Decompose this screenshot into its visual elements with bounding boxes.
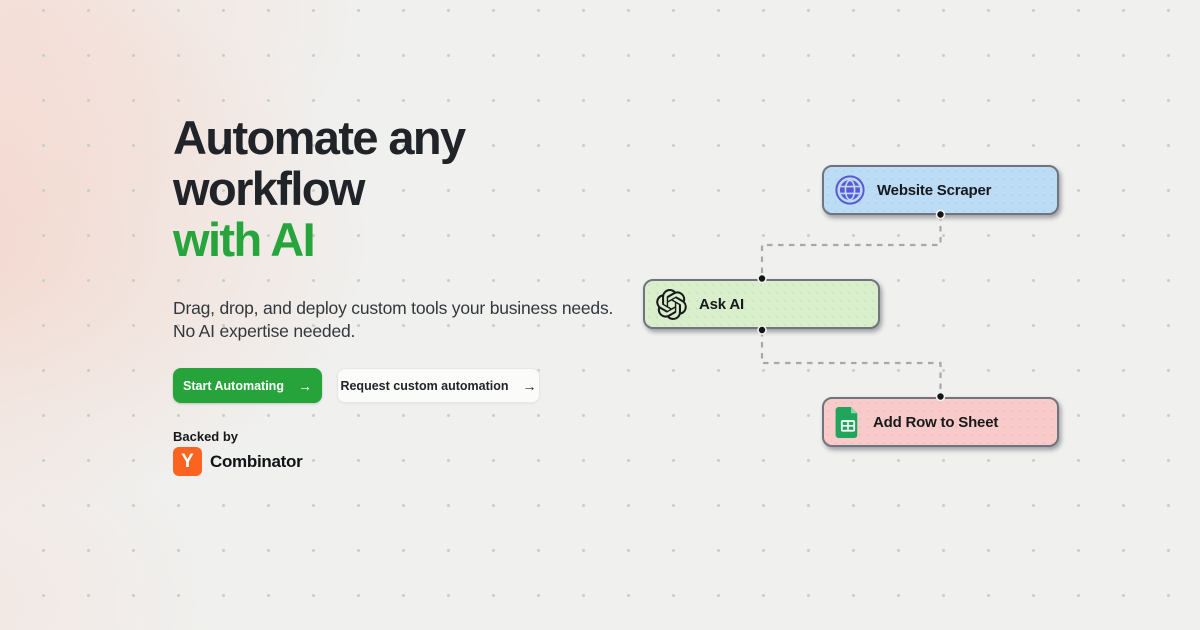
backed-by-label: Backed by: [173, 429, 239, 444]
hero-subtitle-line1: Drag, drop, and deploy custom tools your…: [173, 298, 614, 318]
cta-button-row: Start Automating → Request custom automa…: [173, 368, 540, 403]
y-combinator-badge: Y Combinator: [173, 447, 303, 476]
globe-icon: [835, 175, 865, 205]
page-title-line2: workflow: [173, 162, 365, 215]
arrow-right-icon: →: [297, 377, 312, 394]
workflow-node-label: Website Scraper: [877, 181, 992, 199]
workflow-node-label: Add Row to Sheet: [873, 413, 999, 431]
workflow-node-ask-ai[interactable]: Ask AI: [643, 279, 880, 329]
arrow-right-icon: →: [522, 377, 537, 394]
start-automating-label: Start Automating: [183, 378, 284, 393]
page-title: Automate any workflow with AI: [173, 112, 653, 265]
y-combinator-icon: Y: [173, 447, 202, 476]
hero-subtitle: Drag, drop, and deploy custom tools your…: [173, 297, 643, 342]
workflow-node-add-row-to-sheet[interactable]: Add Row to Sheet: [822, 397, 1059, 447]
workflow-node-website-scraper[interactable]: Website Scraper: [822, 165, 1059, 215]
openai-icon: [656, 288, 687, 320]
request-custom-automation-button[interactable]: Request custom automation →: [337, 368, 540, 403]
start-automating-button[interactable]: Start Automating →: [173, 368, 322, 403]
request-custom-automation-label: Request custom automation: [340, 378, 509, 393]
workflow-node-label: Ask AI: [699, 295, 744, 313]
page-title-line1: Automate any: [173, 111, 466, 164]
google-sheets-icon: [835, 406, 861, 438]
y-combinator-name: Combinator: [210, 451, 303, 471]
hero-subtitle-line2: No AI expertise needed.: [173, 320, 356, 341]
page-title-accent: with AI: [173, 213, 316, 266]
